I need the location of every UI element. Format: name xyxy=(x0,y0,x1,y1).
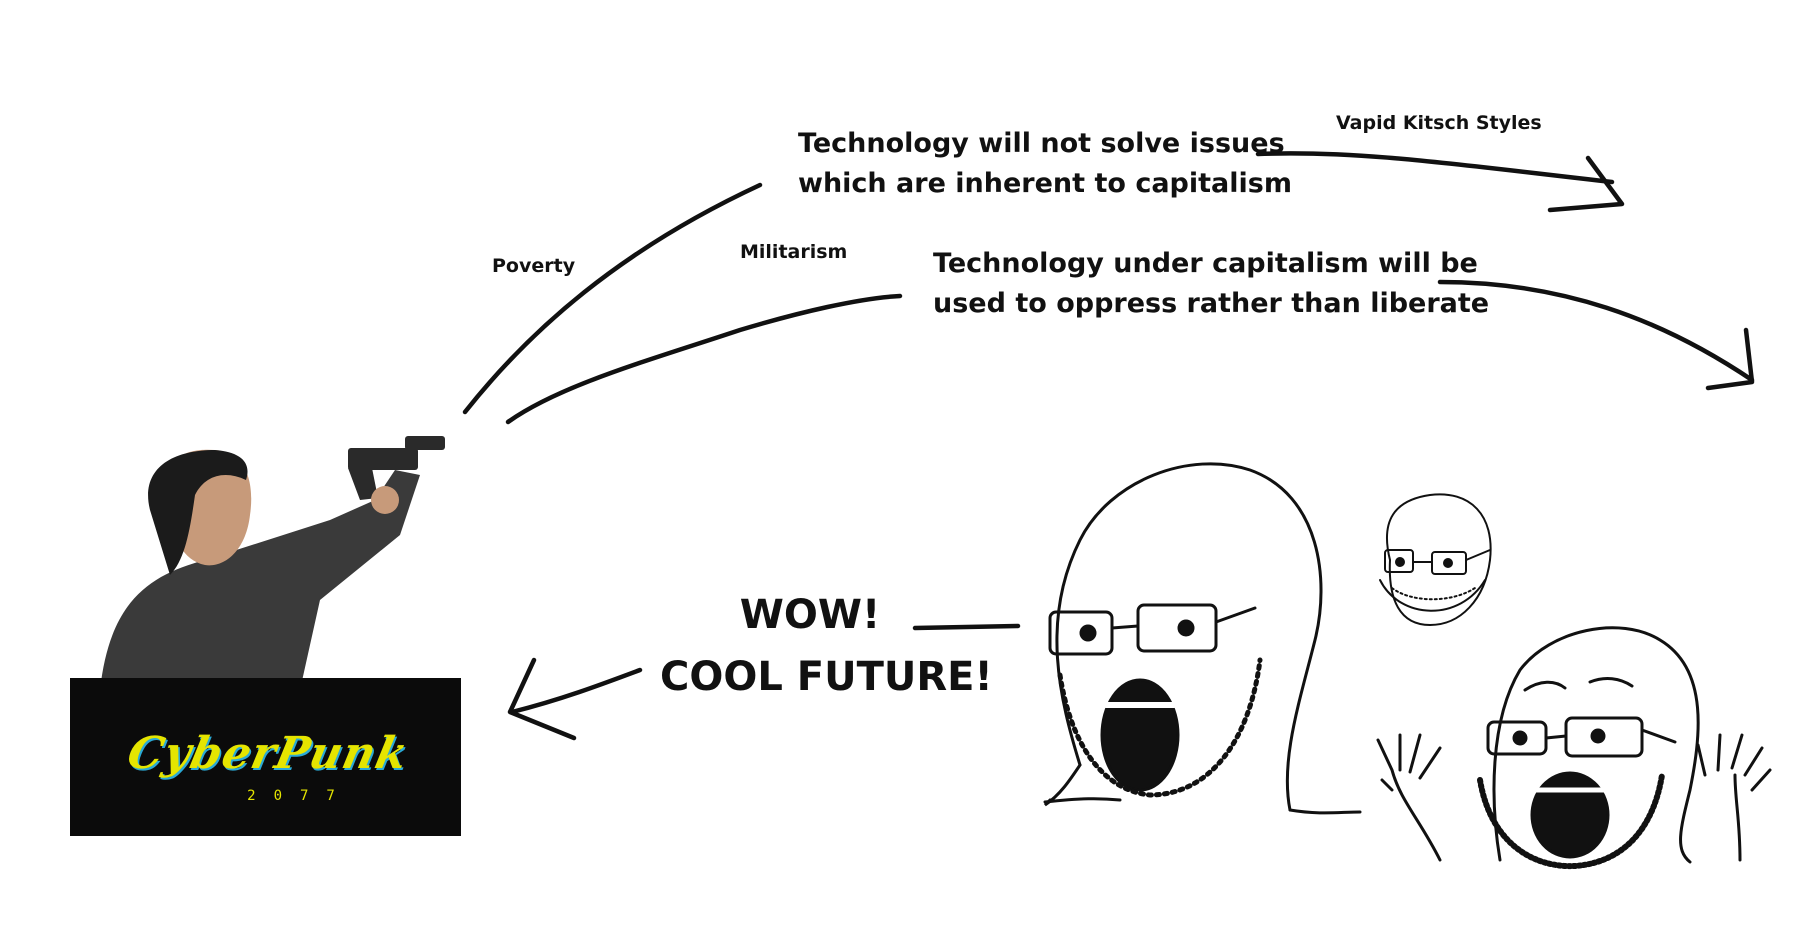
oppress-arrow-head xyxy=(1705,327,1755,391)
poverty-line xyxy=(462,182,763,415)
soyjak-face-large xyxy=(1043,462,1362,815)
tech-issue-line-1: Technology will not solve issues xyxy=(798,128,1285,159)
wow-text: WOW! COOL FUTURE! xyxy=(660,584,993,708)
tech-issue-line-2: which are inherent to capitalism xyxy=(798,168,1292,199)
soyjak-face-small xyxy=(1379,493,1492,627)
man-with-gun-figure xyxy=(100,436,445,690)
cool-future-arrow-head xyxy=(507,657,577,741)
vapid-arrow-head xyxy=(1547,155,1625,213)
oppress-arrow-line xyxy=(1437,279,1755,383)
tech-oppress-line-2: used to oppress rather than liberate xyxy=(933,288,1490,319)
cyberpunk-logo-year: 2077 xyxy=(247,788,353,804)
tech-oppress-line-1: Technology under capitalism will be xyxy=(933,248,1478,279)
cool-future-line: COOL FUTURE! xyxy=(660,654,993,700)
wow-line: WOW! xyxy=(739,592,881,638)
wow-dash xyxy=(912,623,1021,631)
vapid-arrow-line xyxy=(1255,151,1615,185)
poverty-label: Poverty xyxy=(492,255,576,277)
cool-future-arrow-line xyxy=(509,667,643,715)
tech-oppress-text: Technology under capitalism will be used… xyxy=(933,244,1489,324)
militarism-line xyxy=(505,293,903,425)
tech-issue-text: Technology will not solve issues which a… xyxy=(798,124,1292,204)
vapid-label: Vapid Kitsch Styles xyxy=(1336,112,1542,134)
cyberpunk-logo: CyberPunk 2077 xyxy=(70,678,461,836)
cyberpunk-logo-word: CyberPunk xyxy=(123,728,413,779)
militarism-label: Militarism xyxy=(740,241,848,263)
soyjak-face-hands xyxy=(1376,626,1772,870)
